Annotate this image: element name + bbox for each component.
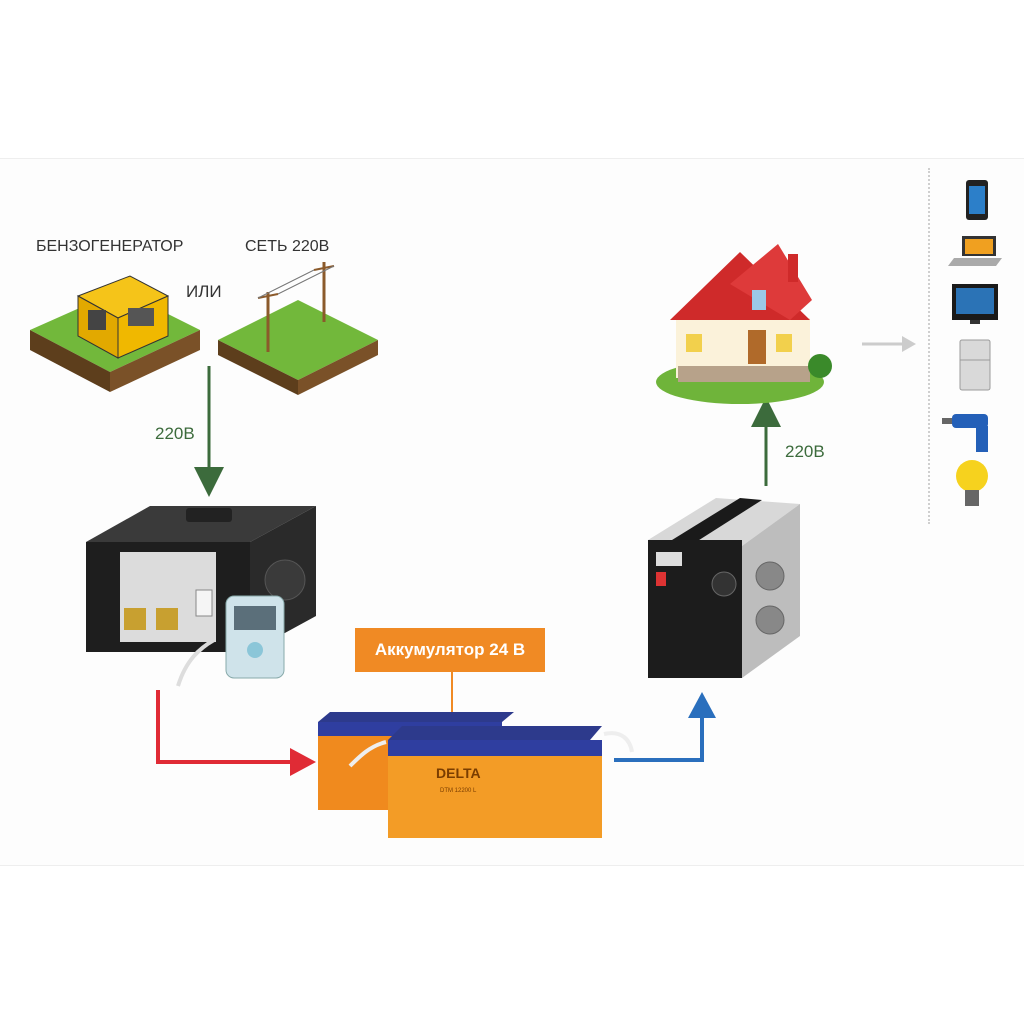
generator-label: БЕНЗОГЕНЕРАТОР <box>36 238 184 255</box>
charge-arrow <box>156 690 292 764</box>
power-grid-icon <box>218 262 378 395</box>
discharge-arrow <box>614 716 704 762</box>
battery-front: DELTA DTM 12200 L <box>348 726 634 838</box>
grid-label: СЕТЬ 220В <box>245 238 330 255</box>
drill-icon <box>942 414 988 452</box>
phone-icon <box>966 180 988 220</box>
controller-display <box>225 595 285 679</box>
lightbulb-icon <box>956 460 988 506</box>
charge-arrowhead <box>290 748 316 776</box>
discharge-arrowhead <box>688 692 716 718</box>
tv-icon <box>952 284 998 324</box>
battery-label: Аккумулятор 24 В <box>355 628 545 672</box>
house-icon <box>656 244 832 404</box>
devices-group <box>928 168 990 524</box>
output-voltage-label: 220В <box>785 442 825 461</box>
charger-device <box>86 506 316 687</box>
or-label: ИЛИ <box>186 282 222 301</box>
input-voltage-label: 220В <box>155 424 195 443</box>
generator-icon <box>30 275 200 392</box>
laptop-icon <box>948 236 1002 266</box>
fridge-icon <box>959 339 991 391</box>
battery-brand: DELTA <box>436 765 481 781</box>
battery-model: DTM 12200 L <box>440 788 477 794</box>
inverter-device <box>648 498 800 678</box>
